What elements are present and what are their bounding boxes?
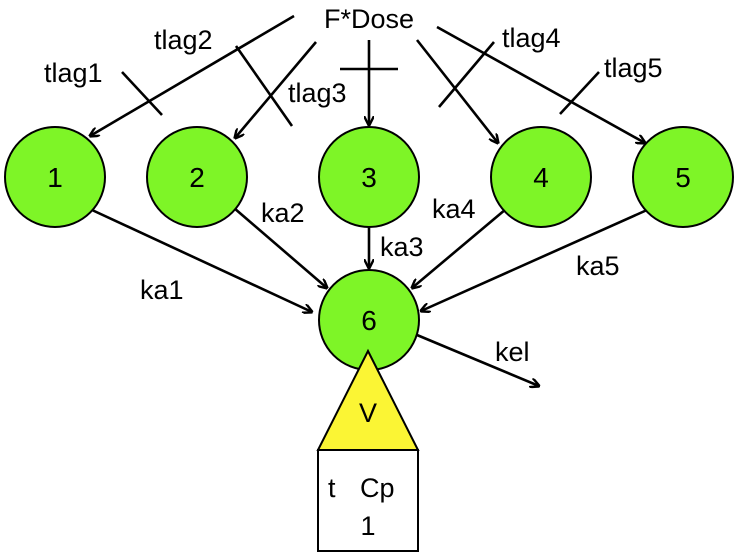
compartment-3-circle — [318, 126, 420, 228]
edge-2-to-6 — [233, 207, 327, 288]
kel-label: kel — [495, 337, 530, 367]
dose-label: F*Dose — [324, 4, 414, 34]
lag-tick-4 — [438, 41, 495, 108]
lag-tick-2 — [234, 45, 294, 127]
edge-dose-to-4 — [415, 39, 498, 143]
compartment-3: 3 — [318, 126, 420, 228]
compartment-5-circle — [632, 126, 734, 228]
ka5-label: ka5 — [576, 251, 620, 281]
central-compartment-label: 6 — [361, 305, 377, 336]
edge-dose-to-2 — [235, 41, 317, 138]
edge-4-to-6 — [412, 208, 507, 288]
volume-triangle: V — [316, 348, 420, 451]
tlag3-label: tlag3 — [288, 78, 347, 108]
output-table-header-cp: Cp — [360, 473, 395, 503]
compartment-2-label: 2 — [189, 162, 205, 193]
ka4-label: ka4 — [432, 194, 476, 224]
output-table: t Cp 1 — [317, 449, 419, 552]
edge-dose-to-1 — [90, 14, 295, 136]
lag-tick-5 — [559, 71, 600, 115]
output-table-box — [317, 449, 419, 552]
ka1-label: ka1 — [140, 275, 184, 305]
compartment-2: 2 — [146, 126, 248, 228]
compartment-2-circle — [146, 126, 248, 228]
volume-label: V — [359, 398, 377, 428]
ka3-label: ka3 — [380, 232, 424, 262]
edge-dose-to-5 — [436, 25, 645, 143]
edge-elimination — [416, 333, 539, 386]
compartment-1: 1 — [4, 126, 106, 228]
tlag4-label: tlag4 — [502, 23, 561, 53]
tlag2-label: tlag2 — [154, 25, 213, 55]
compartment-4-circle — [490, 126, 592, 228]
lag-tick-1 — [121, 71, 163, 116]
tlag1-label: tlag1 — [44, 58, 103, 88]
compartment-3-label: 3 — [361, 162, 377, 193]
central-compartment: 6 — [318, 269, 420, 371]
compartment-1-label: 1 — [47, 162, 63, 193]
ka2-label: ka2 — [261, 198, 305, 228]
compartment-1-circle — [4, 126, 106, 228]
compartment-5-label: 5 — [675, 162, 691, 193]
tlag5-label: tlag5 — [604, 53, 663, 83]
compartment-4: 4 — [490, 126, 592, 228]
compartment-4-label: 4 — [533, 162, 549, 193]
compartment-5: 5 — [632, 126, 734, 228]
output-table-value: 1 — [360, 511, 375, 541]
edge-5-to-6 — [421, 208, 648, 311]
edge-1-to-6 — [91, 208, 312, 312]
output-table-header-t: t — [328, 473, 336, 503]
